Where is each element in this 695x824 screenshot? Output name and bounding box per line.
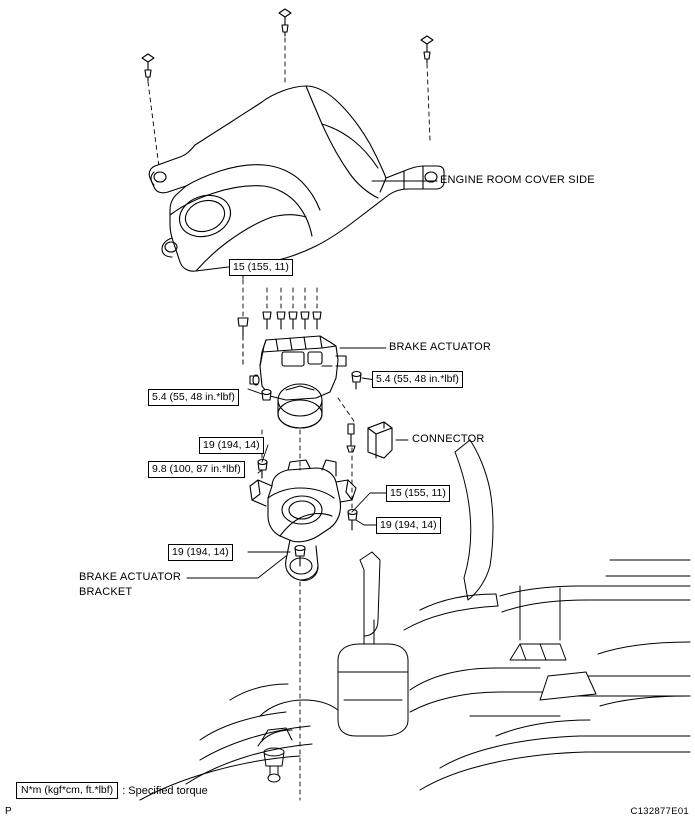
callout-engine-room-cover-side: ENGINE ROOM COVER SIDE [440, 174, 595, 186]
leader-torque-15-bracket [351, 492, 389, 513]
leader-torque-19-upper [261, 444, 269, 463]
torque-spec-bracket-right-19: 19 (194, 14) [376, 517, 441, 534]
torque-spec-actuator-right: 5.4 (55, 48 in.*lbf) [372, 371, 463, 388]
brake-actuator-bracket [249, 459, 357, 581]
bolt-bracket-upper-left [257, 458, 268, 479]
bolt-actuator-right [351, 370, 362, 390]
bolt-top-left [141, 53, 155, 82]
bolt-bracket-lower [294, 544, 306, 567]
torque-units-box: N*m (kgf*cm, ft.*lbf) [16, 782, 119, 799]
torque-spec-bracket-15: 15 (155, 11) [386, 485, 450, 502]
torque-spec-actuator-left: 5.4 (55, 48 in.*lbf) [148, 389, 239, 406]
leader-bracket [186, 555, 287, 579]
page-corner-marker: P [5, 806, 12, 817]
engine-bay-background [139, 439, 691, 801]
leader-torque-19-right [355, 519, 379, 526]
torque-spec-bracket-lower-19: 19 (194, 14) [168, 544, 233, 561]
torque-spec-bracket-9-8: 9.8 (100, 87 in.*lbf) [148, 461, 245, 478]
callout-brake-actuator: BRAKE ACTUATOR [389, 341, 492, 353]
torque-spec-cover-15: 15 (155, 11) [229, 259, 293, 276]
bolt-top-center [278, 8, 292, 37]
bolts-row-actuator [237, 311, 322, 337]
callout-connector: CONNECTOR [412, 433, 485, 445]
brake-actuator-body [249, 335, 347, 429]
torque-units-legend: N*m (kgf*cm, ft.*lbf) : Specified torque [16, 782, 208, 799]
leader-torque-54-left [247, 388, 263, 395]
bolt-actuator-left [261, 388, 272, 401]
figure-code: C132877E01 [630, 806, 689, 817]
torque-spec-bracket-upper-19: 19 (194, 14) [199, 437, 264, 454]
bolt-top-right [420, 35, 434, 64]
engine-room-cover [148, 85, 445, 272]
connector-part [367, 421, 393, 459]
torque-units-description: : Specified torque [122, 784, 208, 797]
leader-torque-98 [257, 469, 263, 474]
callout-brake-actuator-bracket-line1: BRAKE ACTUATOR [79, 571, 182, 583]
callout-brake-actuator-bracket-line2: BRACKET [79, 586, 133, 598]
connector-pin [346, 423, 356, 453]
